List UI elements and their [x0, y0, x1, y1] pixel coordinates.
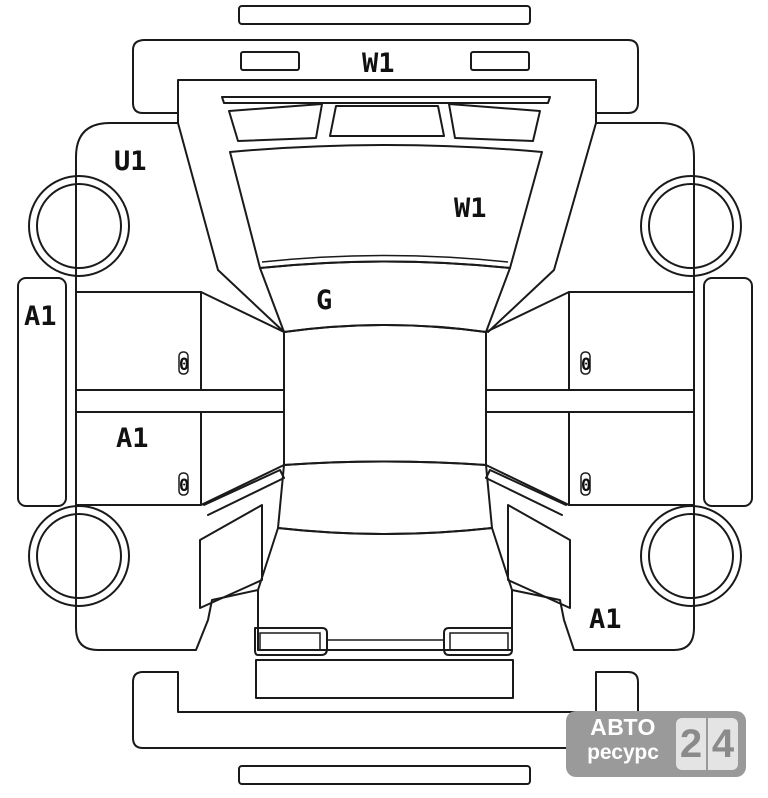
left-mirror-zone [203, 469, 285, 516]
left-rear-handle [178, 351, 189, 375]
right-front-door-glass [485, 411, 570, 506]
left-front-door-mark: 0 [179, 355, 189, 375]
right-rear-handle [580, 351, 591, 375]
right-rear-wheel-inner [648, 183, 734, 269]
watermark-digit-1: 2 [679, 721, 703, 766]
watermark-word-avto: АВТО [590, 714, 656, 740]
rear-bumper [132, 39, 639, 114]
hood-panel [283, 324, 487, 466]
left-rear-door-mark: 0 [179, 476, 189, 496]
watermark-digit-2: 4 [706, 718, 738, 770]
right-front-door-mark: 0 [581, 355, 591, 375]
front-bumper-panel [257, 527, 513, 651]
watermark-logo: АВТО ресурс 2 4 [566, 711, 746, 777]
left-rear-door-glass [200, 291, 285, 391]
roof-damage-mark: W1 [362, 48, 395, 79]
right-rear-quarter-glass [448, 103, 541, 142]
right-rear-door-mark: 0 [581, 476, 591, 496]
windshield-damage-mark: W1 [454, 193, 487, 224]
front-grille-zone [277, 460, 493, 535]
right-headlight-lens [449, 632, 509, 651]
right-rear-corner-damage-mark: A1 [589, 604, 622, 635]
right-rear-door-glass [485, 291, 570, 391]
windshield [259, 260, 511, 333]
left-rear-wheel [28, 175, 130, 277]
front-bumper [132, 671, 639, 749]
watermark-word-resurs: ресурс [587, 741, 659, 764]
left-rear-wheel-inner [36, 183, 122, 269]
roof-panel [229, 144, 543, 269]
hood-damage-mark: G [316, 285, 332, 316]
right-front-wheel [640, 505, 742, 607]
right-mirror-zone [485, 469, 567, 516]
rear-spoiler [221, 96, 551, 104]
front-lower-panel [255, 659, 514, 699]
right-center-pillar [485, 389, 695, 413]
right-headlight [443, 627, 513, 656]
right-front-fender [507, 504, 571, 609]
left-rocker-panel [17, 277, 67, 507]
right-front-wheel-inner [648, 513, 734, 599]
watermark-number-box: 2 4 [676, 718, 738, 770]
left-tail-light [240, 51, 300, 71]
left-rocker-damage-mark: A1 [24, 301, 57, 332]
right-tail-light [470, 51, 530, 71]
left-front-door-glass [200, 411, 285, 506]
rear-bumper-bar [238, 5, 531, 25]
body-outline [75, 112, 695, 651]
front-left-fender-damage-mark: U1 [114, 146, 147, 177]
left-center-pillar [75, 389, 285, 413]
front-bumper-bar [238, 765, 531, 785]
rear-window [329, 105, 445, 137]
left-rear-quarter-glass [228, 103, 323, 142]
left-c-pillar [177, 122, 285, 333]
right-rear-wheel [640, 175, 742, 277]
left-headlight [254, 627, 328, 656]
right-rocker-panel [703, 277, 753, 507]
left-front-handle [178, 472, 189, 496]
left-front-wheel [28, 505, 130, 607]
left-front-wheel-inner [36, 513, 122, 599]
windshield-top-edge [261, 254, 509, 263]
right-front-handle [580, 472, 591, 496]
left-rear-door-damage-mark: A1 [116, 423, 149, 454]
left-front-fender [199, 504, 263, 609]
left-headlight-lens [259, 632, 321, 651]
right-c-pillar [487, 122, 597, 333]
left-rear-door-outer [75, 291, 202, 391]
right-rear-door-outer [568, 291, 695, 391]
